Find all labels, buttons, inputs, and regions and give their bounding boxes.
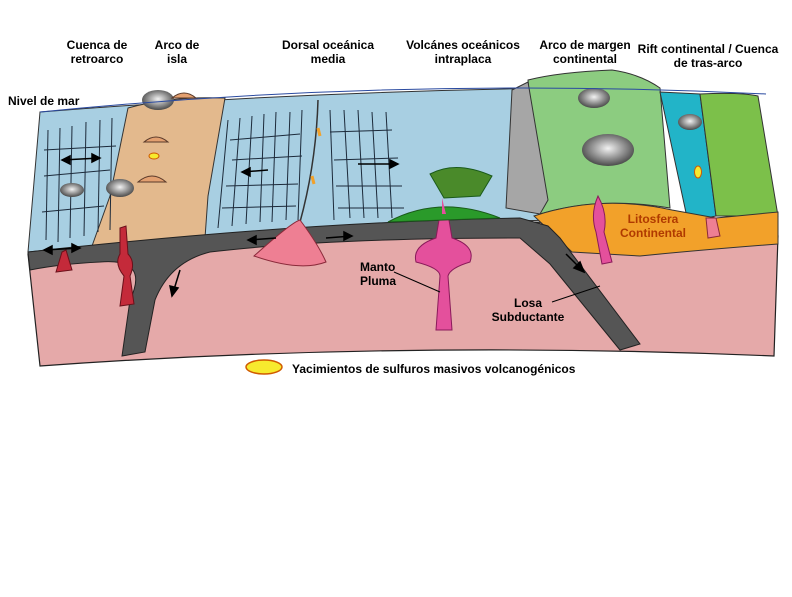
rift-magma [705, 217, 721, 239]
vms-deposit-island-arc [148, 152, 160, 160]
backarc-magma [55, 249, 73, 273]
backarc-smoke [60, 183, 84, 197]
label-intraplate-volcanoes: Volcánes oceánicos intraplaca [406, 38, 520, 66]
label-subducting-slab: Losa Subductante [491, 296, 565, 324]
continental-arc-smoke-2 [582, 134, 634, 166]
legend-marker [245, 359, 283, 375]
label-continental-rift: Rift continental / Cuenca de tras-arco [637, 42, 779, 70]
seamount [429, 166, 493, 199]
accretionary-wedge [505, 81, 549, 215]
legend-label: Yacimientos de sulfuros masivos volcanog… [292, 362, 576, 376]
plume-leader-line [393, 271, 441, 293]
arc-vent-smoke [106, 179, 134, 197]
label-continental-margin-arc: Arco de margen continental [539, 38, 631, 66]
arc-magma [117, 225, 135, 307]
label-mid-ocean-ridge: Dorsal oceánica media [281, 38, 375, 66]
seamount-conduit [442, 198, 446, 214]
label-island-arc: Arco de isla [154, 38, 200, 66]
backarc-fractures [41, 117, 117, 243]
slab-leader-line [551, 285, 601, 303]
vms-deposit-rift [694, 165, 702, 179]
rift-shoulder [699, 92, 779, 217]
plate-motion-arrows [42, 152, 586, 298]
mantle-plume [414, 213, 472, 331]
island-arc-smoke [142, 90, 174, 110]
rift-smoke [678, 114, 702, 130]
continental-arc-magma [592, 194, 613, 265]
ridge-deposit-2 [310, 175, 316, 185]
ridge-deposit-1 [316, 127, 322, 137]
label-mantle-plume: Manto Pluma [360, 260, 397, 288]
sea-level-line [39, 87, 767, 113]
continental-arc-smoke-1 [578, 88, 610, 108]
label-continental-lithosphere: Litosfera Continental [620, 212, 686, 240]
seamount-base [387, 206, 501, 223]
ridge-melt [253, 219, 327, 267]
label-sea-level: Nivel de mar [8, 94, 80, 108]
ridge-fractures [217, 109, 404, 229]
island-arc-cones [136, 92, 198, 183]
label-backarc-basin: Cuenca de retroarco [66, 38, 128, 66]
